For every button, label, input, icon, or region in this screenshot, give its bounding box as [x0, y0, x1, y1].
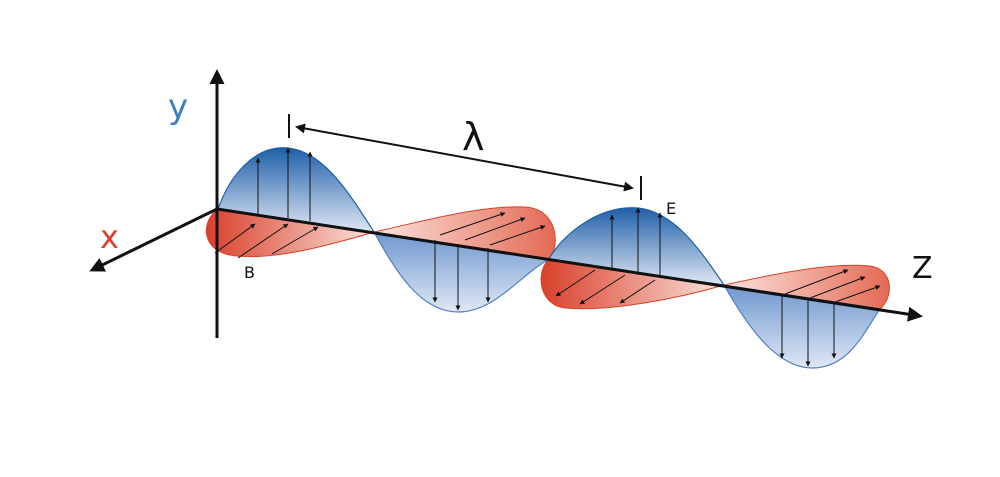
x-axis — [89, 207, 218, 272]
b-vector — [809, 276, 866, 299]
wavelength-label: λ — [462, 115, 485, 159]
b-vector — [784, 269, 849, 295]
b-vector — [214, 223, 256, 254]
axes — [89, 69, 923, 338]
magnetic-lobe-3 — [540, 259, 725, 310]
magnetic-lobe-1 — [205, 208, 375, 258]
b-vector — [579, 274, 626, 305]
b-vector — [271, 226, 319, 255]
magnetic-lobe-2 — [373, 206, 556, 261]
y-axis-label: y — [168, 87, 188, 127]
b-vector — [464, 217, 526, 241]
b-vector — [439, 212, 506, 236]
magnetic-field-label: B — [244, 263, 255, 282]
x-axis-label: x — [100, 218, 119, 256]
wavelength-arrow — [295, 123, 634, 192]
magnetic-field-wave — [205, 206, 890, 310]
electric-lobe-2 — [372, 231, 550, 313]
z-axis — [216, 207, 923, 322]
electric-field-wave — [217, 147, 882, 369]
electric-lobe-4 — [722, 284, 882, 369]
wavelength-indicator — [288, 114, 642, 200]
b-vector — [555, 269, 596, 297]
b-vector — [237, 223, 289, 259]
electric-field-label: E — [666, 199, 676, 218]
magnetic-lobe-4 — [723, 264, 890, 310]
b-vector — [619, 279, 656, 304]
b-vector — [489, 225, 546, 246]
b-vector — [834, 285, 881, 303]
z-axis-label: Z — [912, 251, 933, 286]
